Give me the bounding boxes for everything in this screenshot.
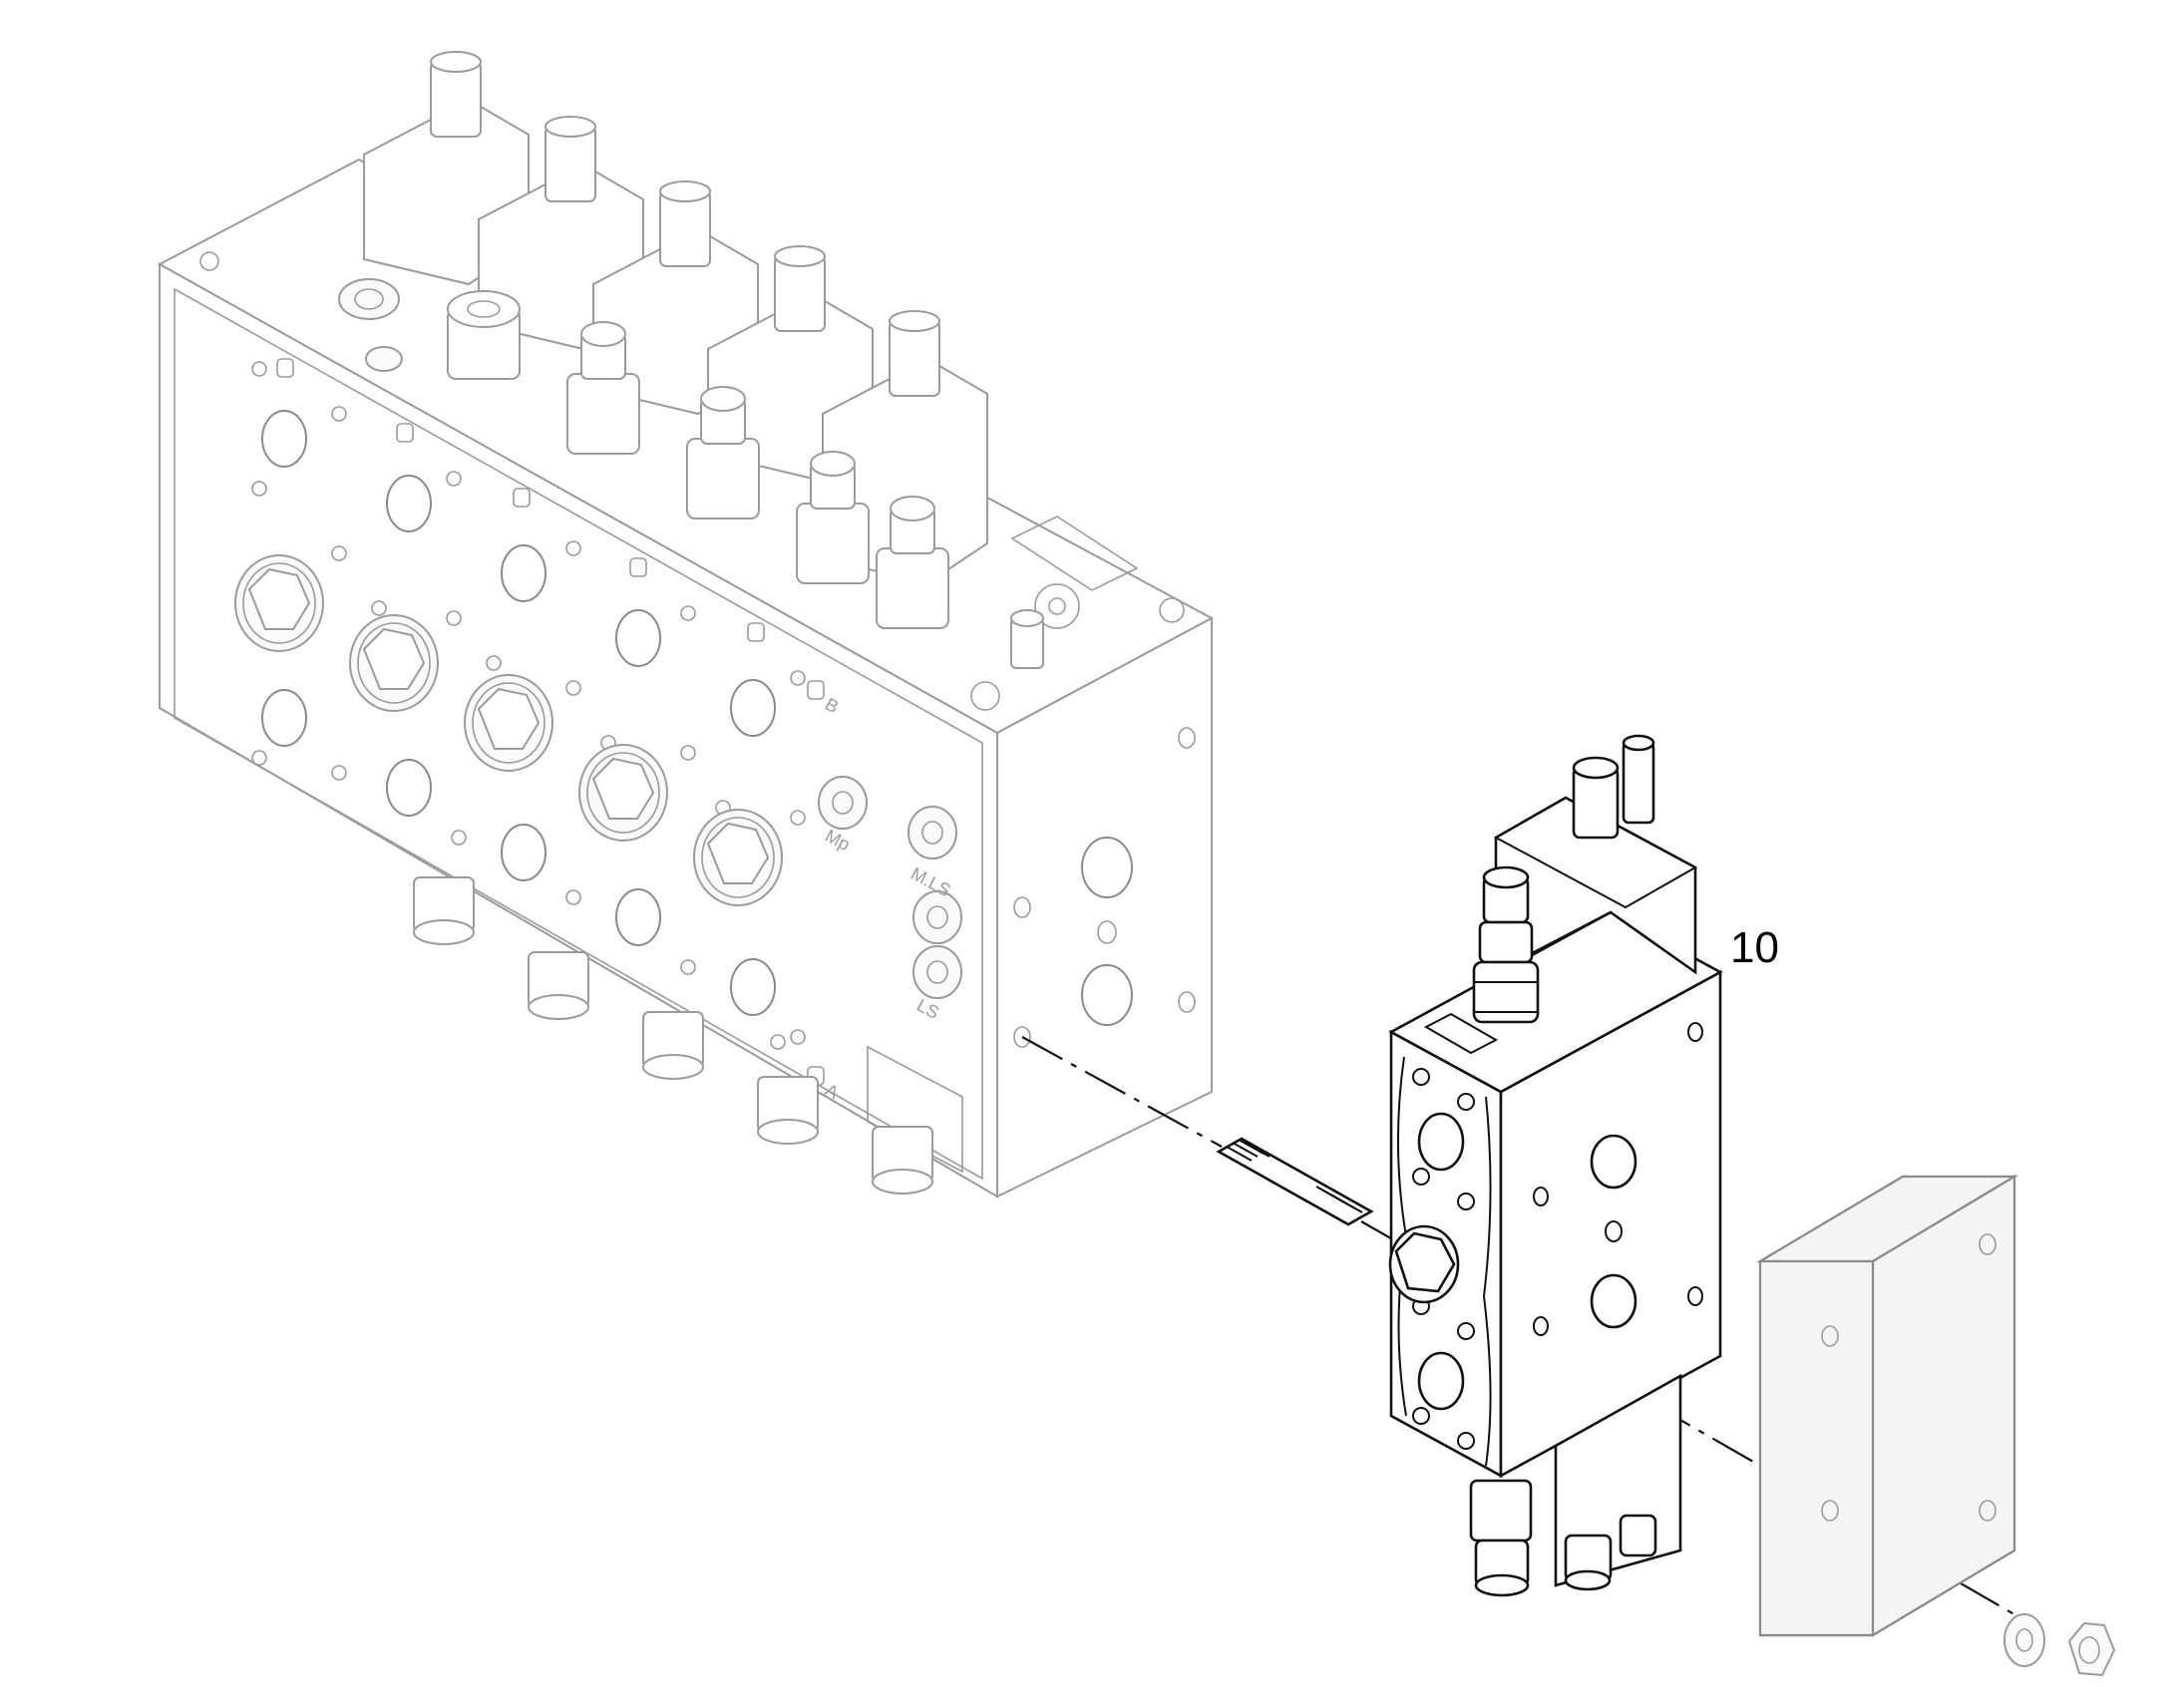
bottom-fittings (413, 876, 933, 1195)
top-fittings (447, 290, 1044, 669)
top-solenoid-housings (363, 51, 988, 585)
gauge-ports (818, 776, 962, 999)
callout-label-10: 10 (1730, 923, 1779, 972)
section-valve-part-10[interactable] (1388, 734, 1723, 1597)
hex-plug (1388, 1224, 1460, 1304)
top-fitting (1472, 865, 1540, 1024)
nut (2067, 1621, 2116, 1677)
stud (1216, 1137, 1374, 1226)
bottom-fitting (1469, 1373, 1682, 1597)
front-plugs (234, 554, 783, 906)
washer (2003, 1613, 2045, 1667)
end-plate (1755, 1175, 2018, 1637)
main-valve-block: B Mp M.LS LS A (157, 51, 1215, 1198)
